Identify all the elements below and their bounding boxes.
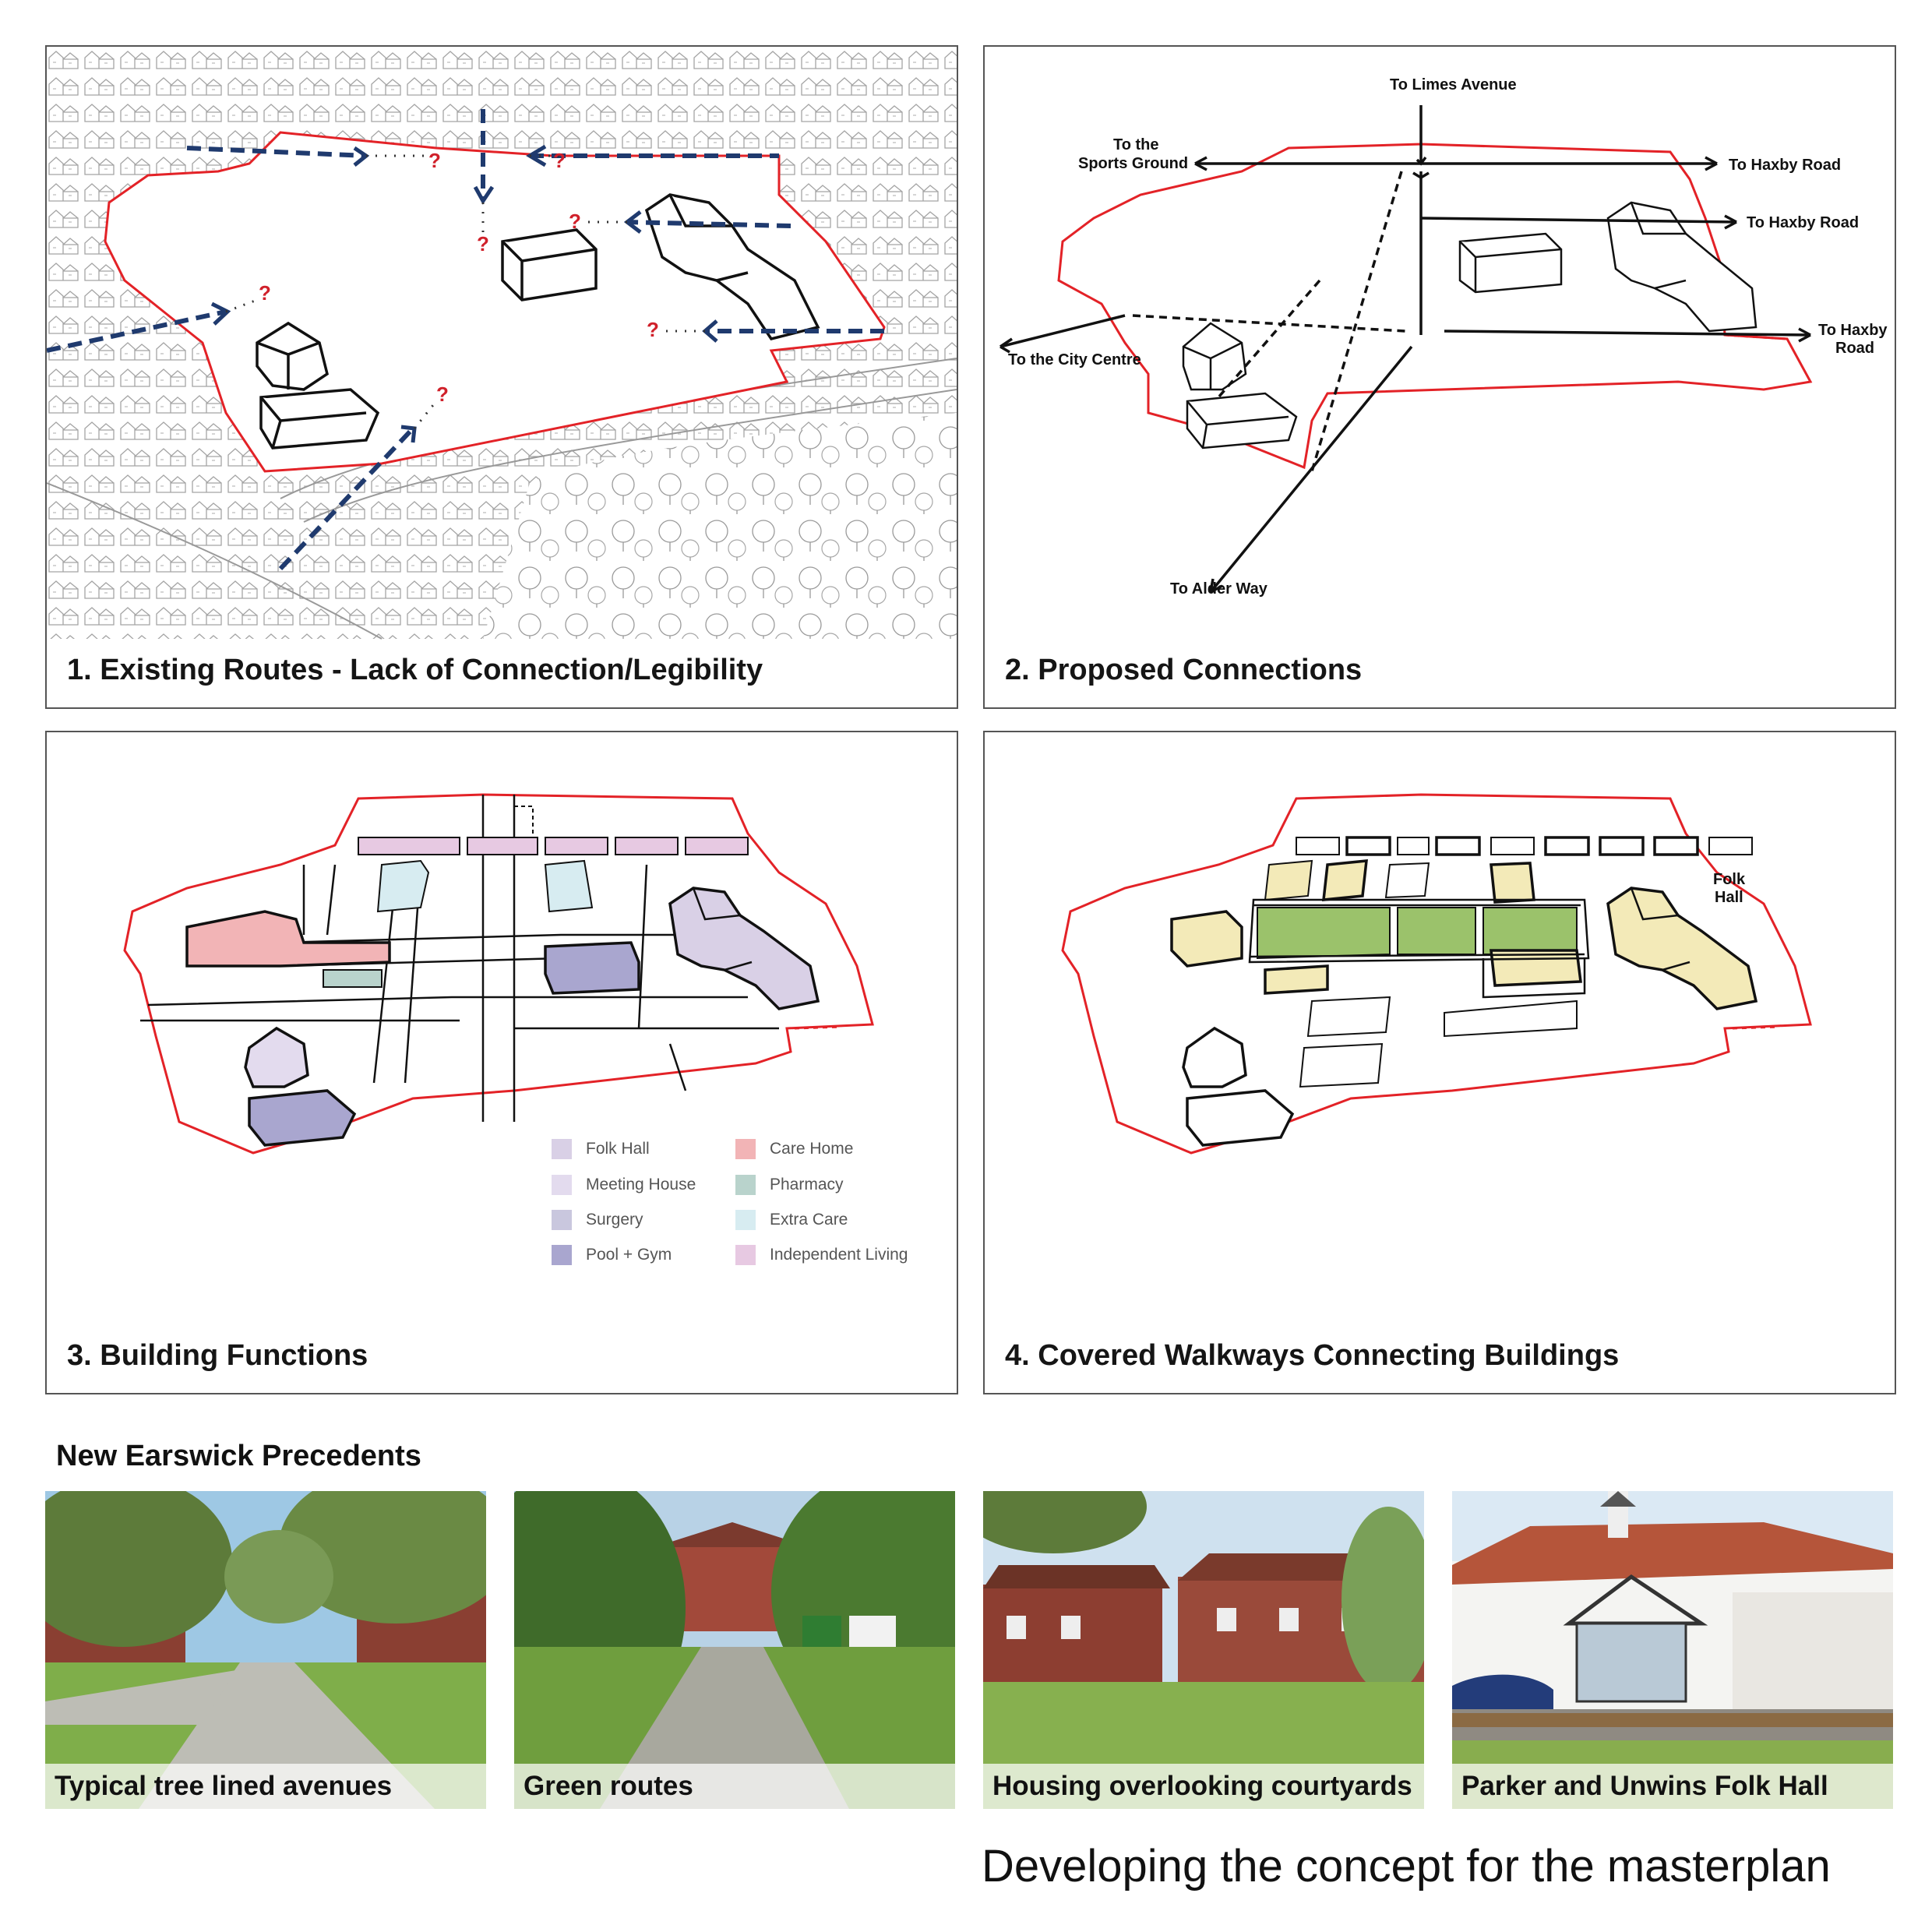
label-haxby-road-2: To Haxby Road — [1747, 214, 1859, 231]
label-limes-avenue: To Limes Avenue — [1390, 76, 1517, 93]
panel-caption: 2. Proposed Connections — [1005, 654, 1363, 686]
svg-text:?: ? — [428, 149, 441, 172]
photo-green-routes: Green routes — [514, 1491, 955, 1809]
legend-swatch — [735, 1175, 756, 1195]
building-functions-legend: Folk Hall Meeting House Surgery Pool + G… — [47, 732, 957, 1393]
photo-caption: Housing overlooking courtyards — [983, 1764, 1424, 1809]
photo-tree-lined-avenues: Typical tree lined avenues — [45, 1491, 486, 1809]
legend-swatch — [735, 1210, 756, 1230]
legend-item-pool-gym: Pool + Gym — [552, 1245, 672, 1265]
label-folk-hall-line2: Hall — [1715, 889, 1743, 906]
legend-item-folk-hall: Folk Hall — [552, 1139, 650, 1159]
label-haxby-road-1: To Haxby Road — [1729, 157, 1841, 174]
existing-routes-sketch: ??? ???? — [47, 47, 957, 640]
svg-text:?: ? — [436, 383, 449, 406]
legend-swatch — [552, 1210, 572, 1230]
label-haxby-road-3a: To Haxby — [1818, 322, 1888, 339]
legend-swatch — [552, 1175, 572, 1195]
precedents-title: New Earswick Precedents — [56, 1440, 421, 1472]
svg-text:?: ? — [647, 318, 659, 341]
panel-caption: 4. Covered Walkways Connecting Buildings — [1005, 1339, 1620, 1372]
label-sports-ground-line2: Sports Ground — [1078, 155, 1188, 172]
svg-text:?: ? — [259, 281, 271, 305]
legend-item-pharmacy: Pharmacy — [735, 1175, 844, 1195]
svg-text:?: ? — [477, 232, 489, 256]
panel-covered-walkways: Folk Hall 4. Covered Walkways Connecting… — [983, 731, 1896, 1394]
panel-caption: 1. Existing Routes - Lack of Connection/… — [67, 654, 763, 686]
panel-caption: 3. Building Functions — [67, 1339, 368, 1372]
label-haxby-road-3b: Road — [1835, 340, 1874, 357]
label-sports-ground-line1: To the — [1113, 136, 1159, 153]
photo-illustration — [1452, 1491, 1893, 1809]
panel-building-functions: Folk Hall Meeting House Surgery Pool + G… — [45, 731, 958, 1394]
legend-swatch — [552, 1139, 572, 1159]
legend-item-extra-care: Extra Care — [735, 1210, 848, 1230]
proposed-connections-diagram: To Limes Avenue To the Sports Ground To … — [999, 76, 1888, 598]
panel-proposed-connections: To Limes Avenue To the Sports Ground To … — [983, 45, 1896, 709]
label-alder-way: To Alder Way — [1170, 580, 1268, 598]
building-functions-diagram — [123, 793, 874, 1155]
legend-swatch — [552, 1245, 572, 1265]
photo-illustration — [983, 1491, 1424, 1809]
covered-walkways-diagram: Folk Hall — [1061, 793, 1812, 1155]
panel-existing-routes: ??? ???? 1. Existing Routes - Lack of Co… — [45, 45, 958, 709]
photo-housing-courtyards: Housing overlooking courtyards — [983, 1491, 1424, 1809]
photo-caption: Typical tree lined avenues — [45, 1764, 486, 1809]
photo-caption: Parker and Unwins Folk Hall — [1452, 1764, 1893, 1809]
photo-folk-hall: Parker and Unwins Folk Hall — [1452, 1491, 1893, 1809]
svg-text:?: ? — [553, 149, 566, 172]
svg-text:?: ? — [569, 210, 581, 233]
legend-swatch — [735, 1245, 756, 1265]
label-city-centre: To the City Centre — [1008, 351, 1141, 368]
legend-item-meeting-house: Meeting House — [552, 1175, 696, 1195]
photo-caption: Green routes — [514, 1764, 955, 1809]
legend-item-independent-living: Independent Living — [735, 1245, 908, 1265]
photo-illustration — [514, 1491, 955, 1809]
page-title: Developing the concept for the masterpla… — [982, 1841, 1831, 1891]
legend-swatch — [735, 1139, 756, 1159]
legend-item-surgery: Surgery — [552, 1210, 643, 1230]
label-folk-hall-line1: Folk — [1713, 871, 1746, 888]
photo-illustration — [45, 1491, 486, 1809]
legend-item-care-home: Care Home — [735, 1139, 853, 1159]
